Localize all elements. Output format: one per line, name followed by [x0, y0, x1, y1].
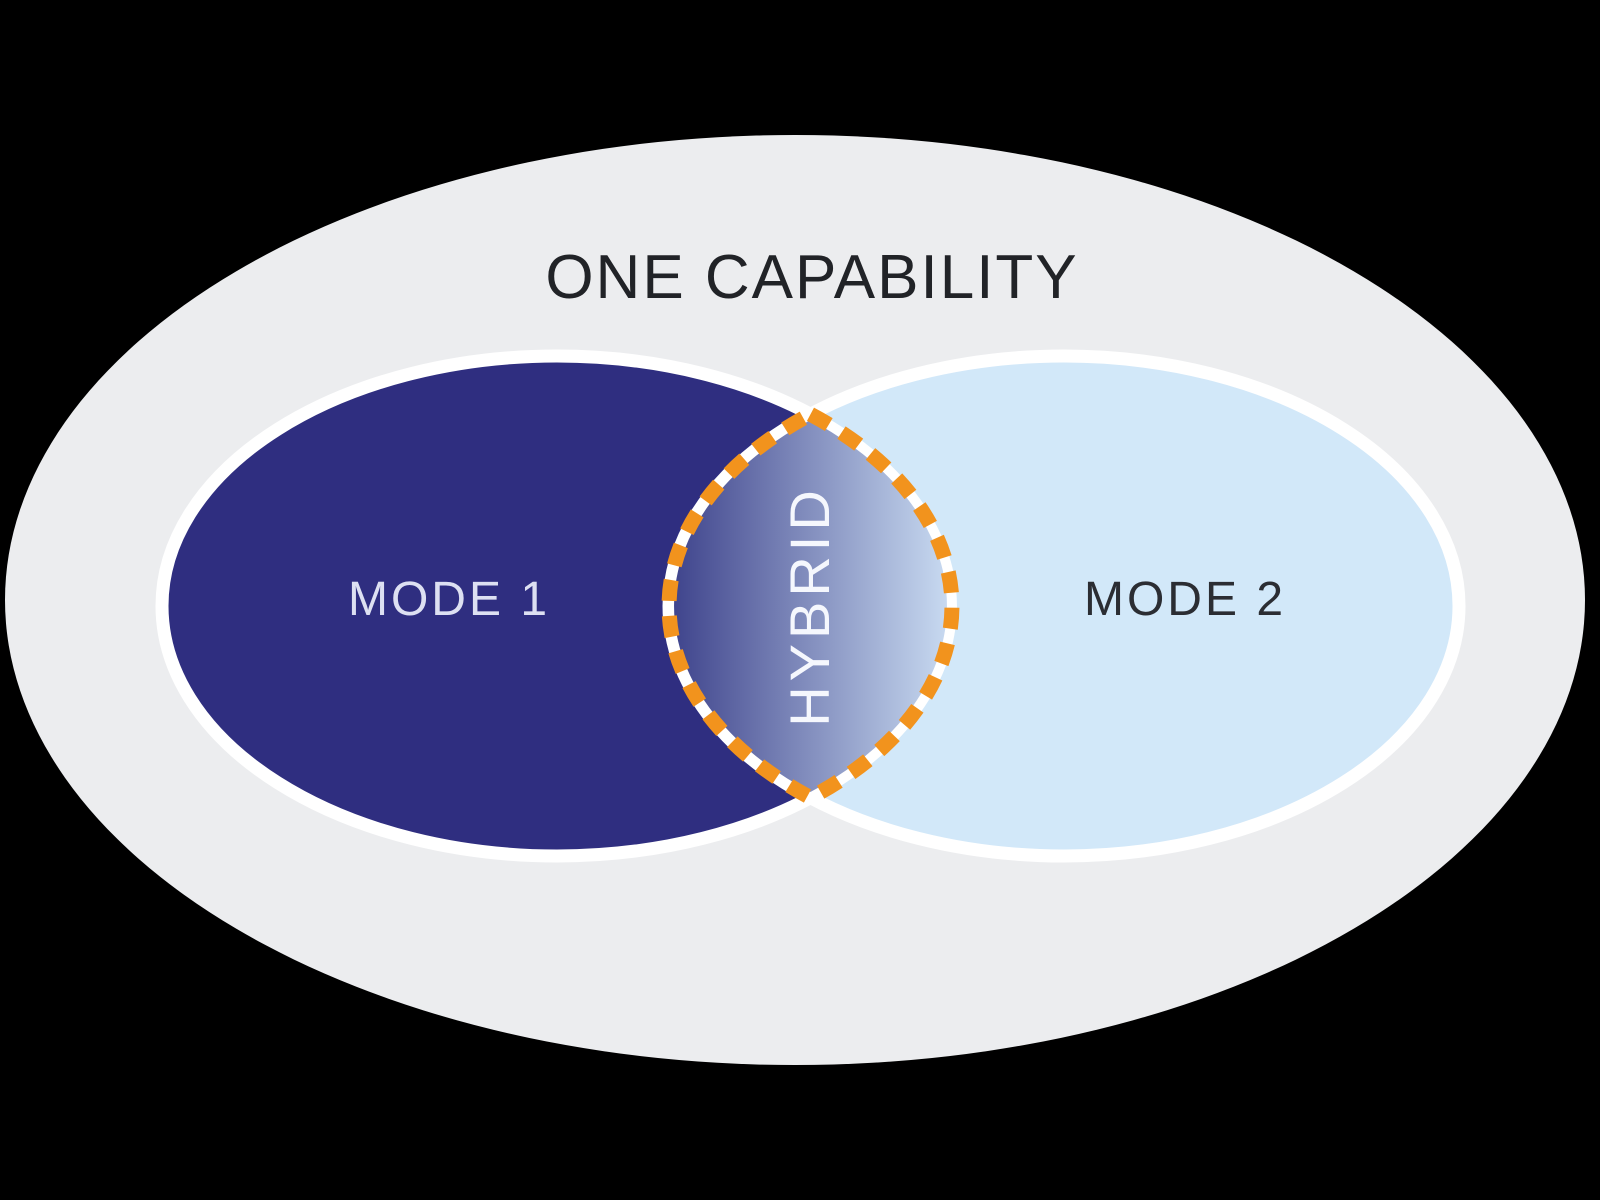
hybrid-label: HYBRID [778, 485, 841, 727]
diagram-title: ONE CAPABILITY [545, 243, 1078, 312]
mode1-label: MODE 1 [348, 573, 550, 626]
mode2-label: MODE 2 [1084, 573, 1286, 626]
hybrid-lens-dashed-border [661, 405, 960, 807]
